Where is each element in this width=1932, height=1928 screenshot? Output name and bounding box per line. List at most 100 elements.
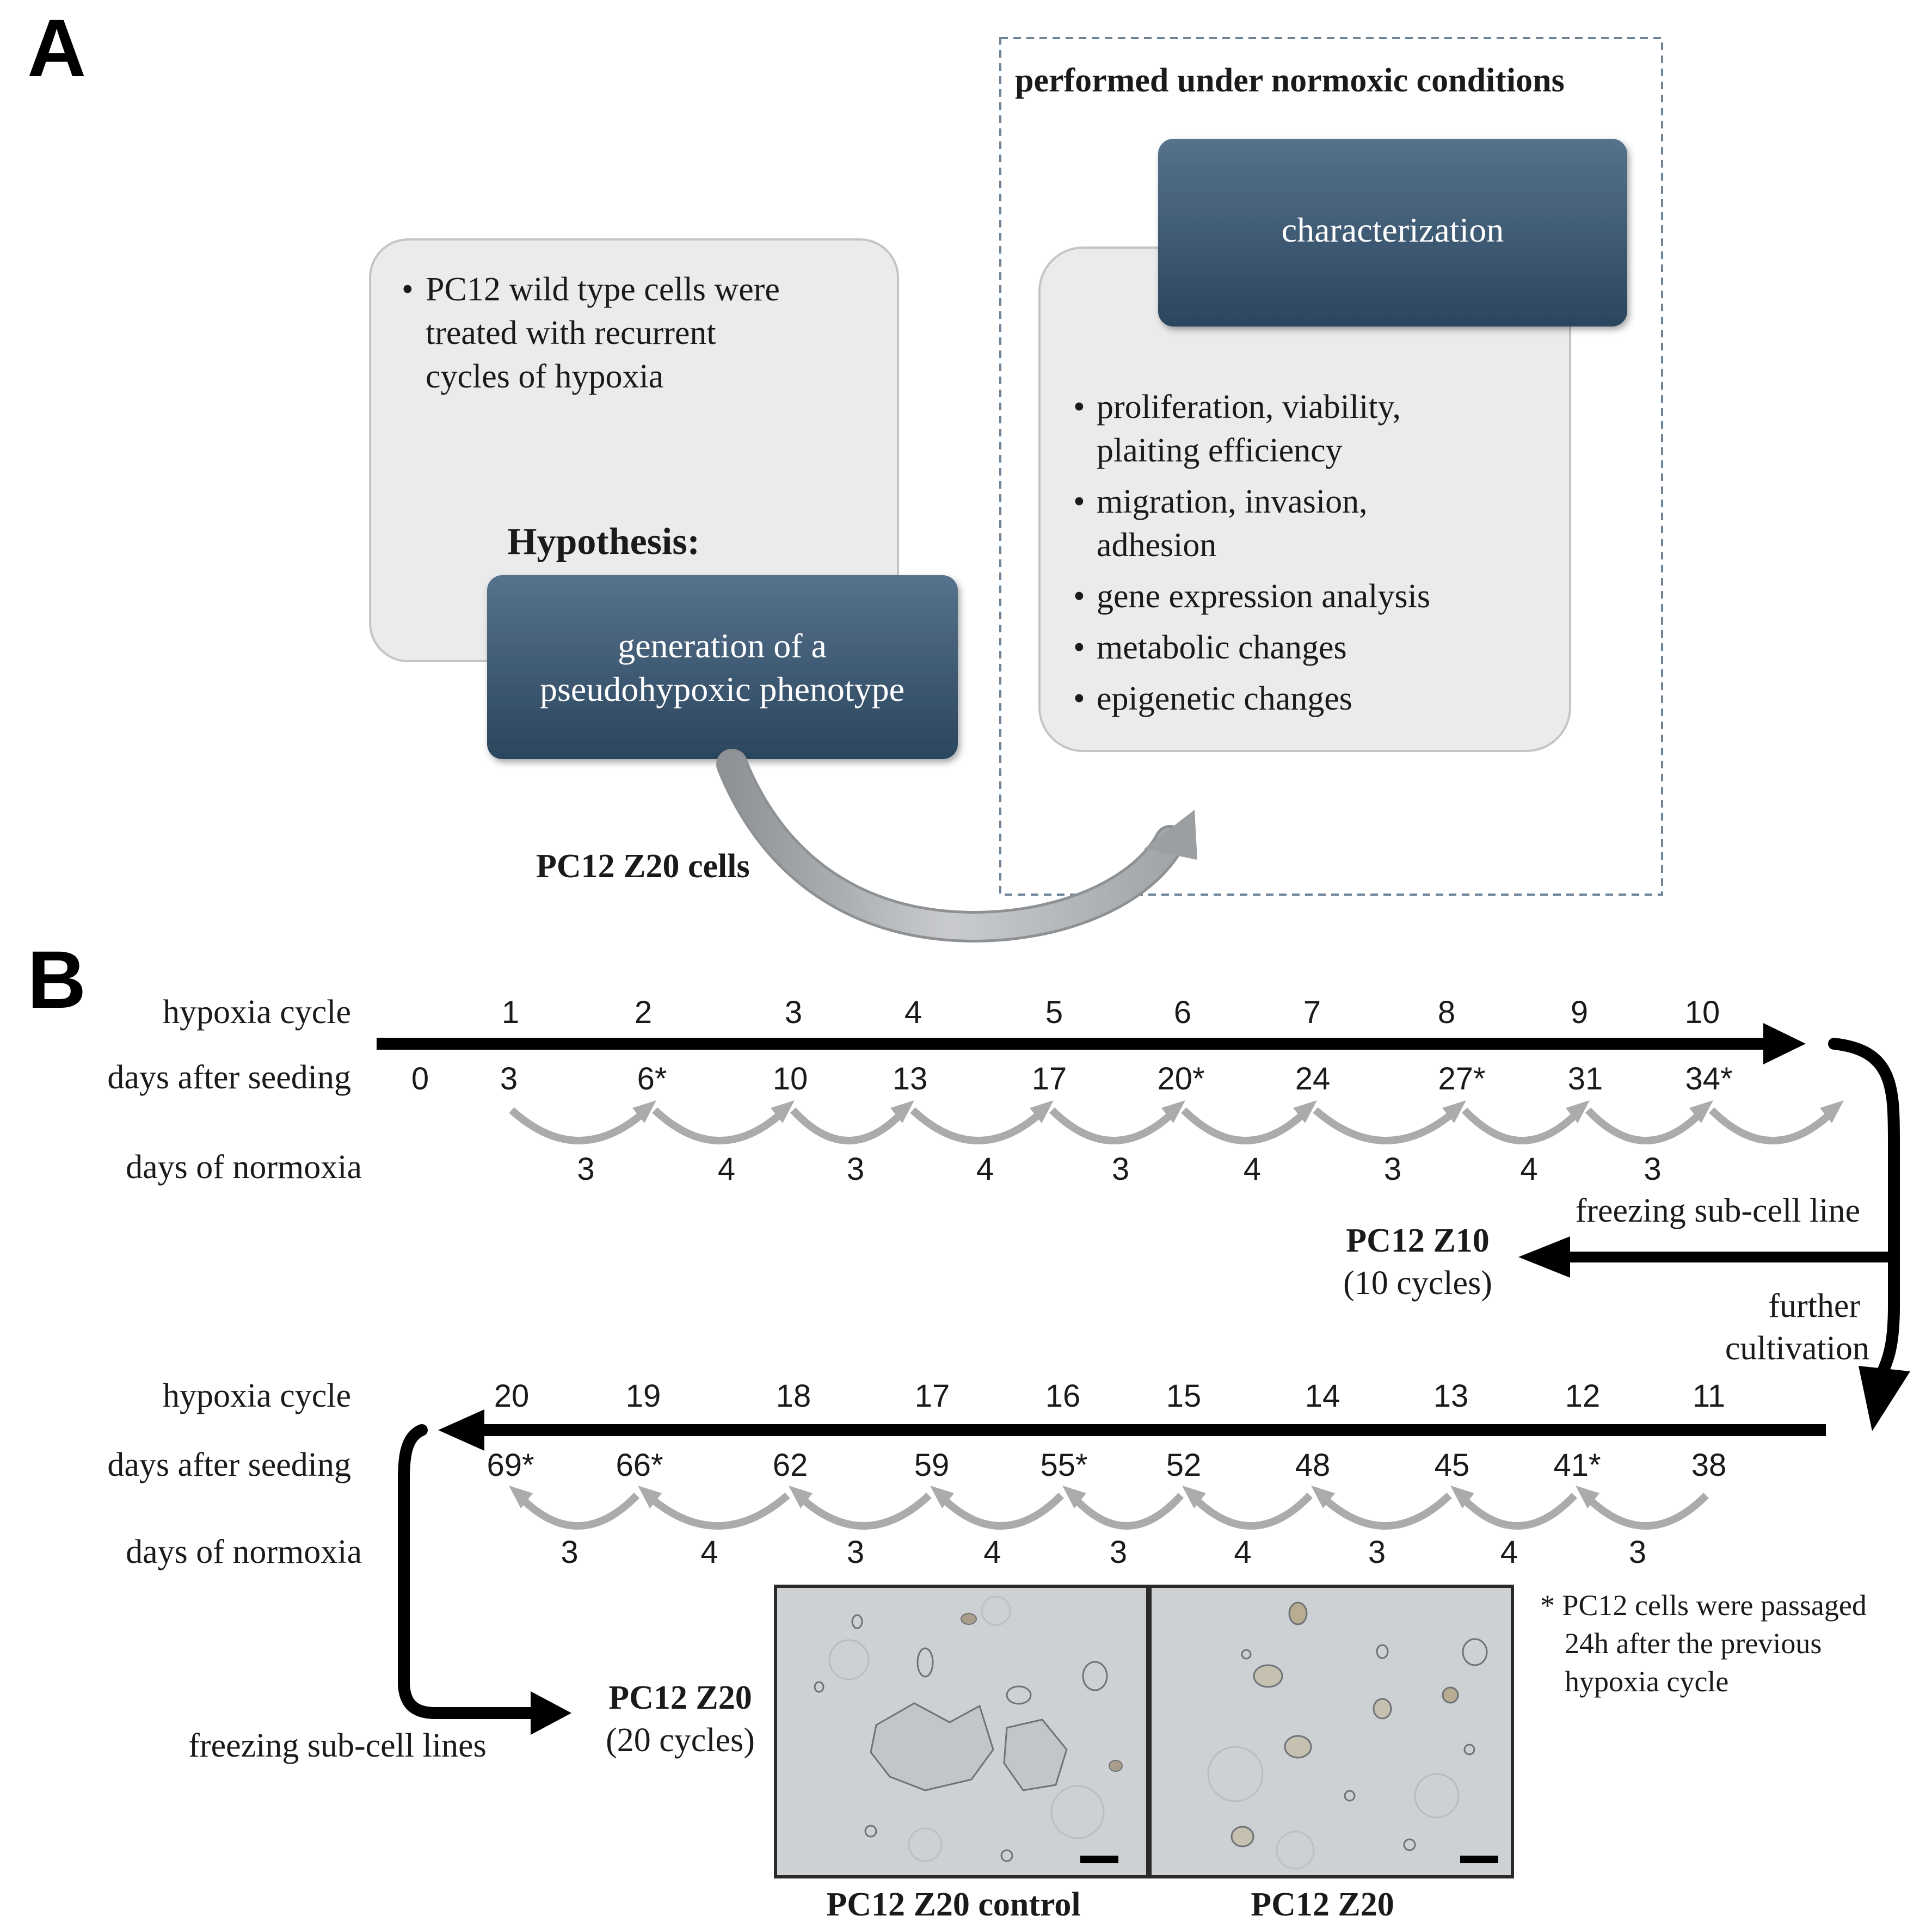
footnote-line-2: 24h after the previous [1565, 1627, 1822, 1660]
continue-connector-head [1859, 1366, 1910, 1431]
normoxia-number: 3 [1112, 1151, 1129, 1187]
day-number: 41* [1553, 1447, 1601, 1483]
normoxia-arc [1461, 1107, 1583, 1144]
normoxia-arc-head [1182, 1486, 1206, 1508]
top-timeline-head [1763, 1023, 1806, 1064]
footnote-line-1: * PC12 cells were passaged [1540, 1589, 1867, 1622]
normoxia-arc [515, 1493, 640, 1530]
normoxia-arc-head [632, 1100, 656, 1123]
normoxia-arc [1189, 1493, 1313, 1530]
wildtype-line-2: treated with recurrent [426, 315, 716, 352]
normoxia-arc-head [1030, 1100, 1054, 1123]
cycle-number: 10 [1685, 995, 1720, 1030]
day-number: 3 [500, 1061, 518, 1097]
normoxia-arc-head [1062, 1486, 1086, 1508]
cycle-number: 11 [1693, 1378, 1725, 1414]
normoxia-number: 4 [983, 1535, 1001, 1570]
normoxic-region [999, 37, 1663, 896]
normoxic-title: performed under normoxic conditions [1015, 62, 1565, 99]
panel-a-letter: A [27, 2, 86, 94]
normoxia-number: 4 [718, 1151, 735, 1187]
micrograph-panel [774, 1585, 1514, 1878]
cycle-number: 3 [785, 995, 802, 1030]
normoxia-arc-head [930, 1486, 954, 1508]
freeze-connector [398, 1424, 542, 1719]
day-number: 6* [637, 1061, 667, 1097]
day-number: 24 [1295, 1061, 1331, 1097]
normoxia-arc [1313, 1107, 1459, 1144]
normoxia-arc [509, 1107, 649, 1144]
normoxia-arc [910, 1107, 1047, 1144]
day-number: 66* [616, 1447, 663, 1483]
cycle-number: 20 [494, 1378, 530, 1414]
normoxia-arc-head [1161, 1100, 1185, 1123]
micrograph-z20 [1152, 1588, 1511, 1875]
day-number: 62 [773, 1447, 808, 1483]
normoxia-number: 3 [1629, 1535, 1646, 1570]
freezing-subline-label: freezing sub-cell line [1576, 1192, 1860, 1229]
day-number: 48 [1295, 1447, 1331, 1483]
item-3: gene expression analysis [1097, 578, 1430, 615]
normoxia-number: 3 [847, 1535, 864, 1570]
day-number: 34* [1685, 1061, 1732, 1097]
day-number: 27* [1438, 1061, 1485, 1097]
cycle-number: 17 [915, 1378, 950, 1414]
cycle-number: 15 [1166, 1378, 1202, 1414]
cycle-number: 2 [635, 995, 652, 1030]
cycle-number: 8 [1438, 995, 1455, 1030]
day-number: 38 [1691, 1447, 1727, 1483]
normoxia-number: 3 [577, 1151, 594, 1187]
normoxia-arc [1181, 1107, 1310, 1144]
normoxia-number: 4 [976, 1151, 994, 1187]
day-number: 17 [1032, 1061, 1067, 1097]
normoxia-arc [790, 1107, 908, 1144]
normoxia-arc [1457, 1493, 1578, 1530]
normoxia-arc-head [1689, 1100, 1713, 1123]
micrograph-control [777, 1588, 1146, 1875]
top-normoxia-arcs [509, 1100, 1844, 1144]
normoxia-arc-head [1442, 1100, 1466, 1123]
day-number: 69* [487, 1447, 534, 1483]
cycle-number: 13 [1433, 1378, 1469, 1414]
normoxia-number: 3 [1384, 1151, 1401, 1187]
day-number: 31 [1568, 1061, 1603, 1097]
normoxia-arc-head [509, 1486, 533, 1508]
day-number: 13 [893, 1061, 928, 1097]
cycle-number: 18 [776, 1378, 811, 1414]
normoxia-arc-head [1820, 1100, 1844, 1123]
cycle-number: 16 [1045, 1378, 1081, 1414]
item-4: metabolic changes [1097, 629, 1347, 666]
z10-name: PC12 Z10 [1346, 1222, 1490, 1259]
cycle-number: 4 [905, 995, 922, 1030]
further-line-1: further [1768, 1288, 1860, 1325]
cycle-number: 7 [1303, 995, 1321, 1030]
hypothesis-line-1: generation of a [618, 626, 827, 665]
wildtype-line-3: cycles of hypoxia [426, 358, 663, 395]
normoxia-arc [1709, 1107, 1837, 1144]
top-label-cycle: hypoxia cycle [163, 994, 351, 1031]
item-5: epigenetic changes [1097, 680, 1352, 717]
normoxia-arc-head [1576, 1486, 1599, 1508]
normoxia-number: 3 [847, 1151, 864, 1187]
item-bullet: • [1073, 680, 1085, 717]
normoxia-number: 3 [1644, 1151, 1661, 1187]
micrograph-label-z20: PC12 Z20 [1251, 1886, 1394, 1923]
normoxia-arc-head [771, 1100, 795, 1123]
day-number: 20* [1157, 1061, 1204, 1097]
normoxia-arc [937, 1493, 1064, 1530]
item-1-line-1: proliferation, viability, [1097, 389, 1401, 426]
characterization-items: • proliferation, viability, plaiting eff… [1073, 389, 1430, 717]
normoxia-arc-head [638, 1486, 662, 1508]
cycle-number: 6 [1174, 995, 1191, 1030]
item-bullet: • [1073, 483, 1085, 520]
normoxia-arc [1583, 1493, 1709, 1530]
hypothesis-line-2: pseudohypoxic phenotype [540, 670, 905, 709]
freeze-connector-head [531, 1691, 571, 1735]
bottom-timeline-head [438, 1409, 484, 1451]
normoxia-arc-head [1450, 1486, 1474, 1508]
item-2-line-2: adhesion [1097, 527, 1216, 564]
z10-branch-head [1518, 1236, 1570, 1278]
normoxia-arc [1069, 1493, 1184, 1530]
